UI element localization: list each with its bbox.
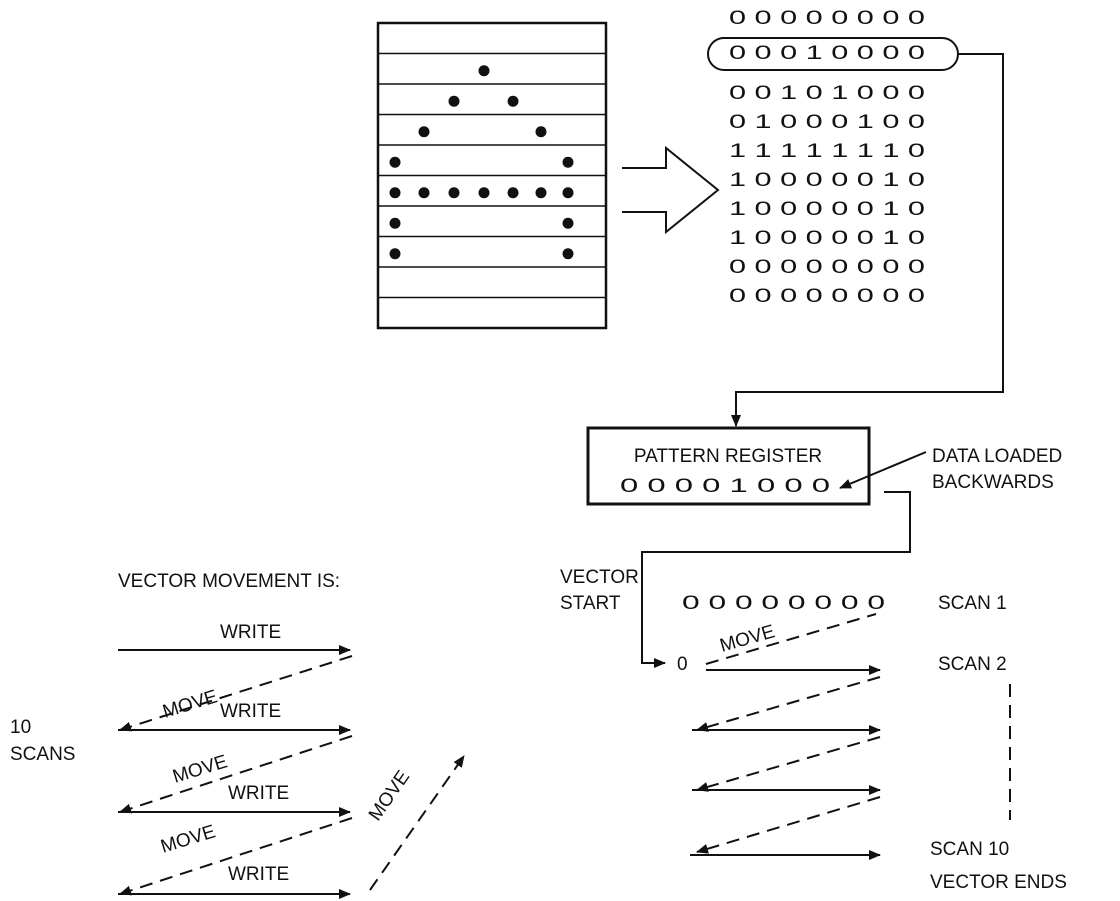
data-loaded-pointer [839, 451, 927, 489]
pattern-register-value: 0 0 0 0 1 0 0 0 [620, 476, 830, 497]
bitmap-row: 0 0 1 0 1 0 0 0 [729, 83, 925, 104]
move-label: MOVE [160, 686, 220, 722]
bitmap-row: 0 0 0 0 0 0 0 0 [729, 286, 925, 307]
move-label: MOVE [158, 821, 218, 857]
scan-sequence: 0 0 0 0 0 0 0 0 0 MOVE SCAN 1 SCAN 2 SCA… [677, 593, 1067, 893]
write-label: WRITE [220, 622, 281, 643]
data-loaded-label-line1: DATA LOADED [932, 446, 1062, 467]
grid-dot [389, 156, 401, 168]
data-loaded-label-line2: BACKWARDS [932, 472, 1054, 493]
grid-dot [562, 248, 574, 260]
grid-dot [418, 187, 430, 199]
movement-title: VECTOR MOVEMENT IS: [118, 571, 340, 592]
bitmap-row: 1 0 0 0 0 0 1 0 [729, 170, 925, 191]
grid-dot [535, 187, 547, 199]
grid-dot [448, 187, 460, 199]
pattern-register-title: PATTERN REGISTER [634, 446, 822, 467]
write-label: WRITE [228, 783, 289, 804]
scan-return-line [696, 796, 881, 854]
scan-10-label: SCAN 10 [930, 839, 1009, 860]
grid-dot [562, 217, 574, 229]
register-to-start-connector [641, 491, 911, 668]
grid-dot [418, 126, 430, 138]
grid-dot [507, 187, 519, 199]
vector-start-label-line2: START [560, 593, 621, 614]
vector-movement-legend: VECTOR MOVEMENT IS: 10 SCANS WRITE MOVE … [10, 571, 465, 899]
vector-ends-label: VECTOR ENDS [930, 872, 1067, 893]
scan-2-label: SCAN 2 [938, 654, 1007, 675]
grid-dot [389, 248, 401, 260]
scan-return-line [696, 736, 881, 792]
scans-count-label: SCANS [10, 744, 75, 765]
scan-move-line [705, 613, 877, 665]
scan-row-value: 0 0 0 0 0 0 0 0 [682, 593, 885, 614]
bitmap-row: 1 1 1 1 1 1 1 0 [729, 141, 925, 162]
grid-dots [389, 65, 574, 260]
final-move-arrow [369, 755, 465, 891]
bitmap-row: 0 0 0 0 0 0 0 0 [729, 257, 925, 278]
pattern-register: PATTERN REGISTER 0 0 0 0 1 0 0 0 [586, 426, 871, 506]
write-label: WRITE [228, 864, 289, 885]
character-dot-grid [376, 21, 608, 330]
grid-dot [562, 156, 574, 168]
grid-dot [478, 187, 490, 199]
grid-dot [507, 95, 519, 107]
convert-arrow [622, 145, 720, 235]
bitmap-row: 1 0 0 0 0 0 1 0 [729, 228, 925, 249]
scan-return-line [696, 676, 881, 732]
grid-dot [562, 187, 574, 199]
grid-dot [478, 65, 490, 77]
vector-start-label-line1: VECTOR [560, 567, 639, 588]
bitmap-row: 0 0 0 0 0 0 0 0 [729, 8, 925, 29]
load-connector [731, 53, 1004, 427]
write-label: WRITE [220, 701, 281, 722]
scans-count-number: 10 [10, 717, 31, 738]
start-bit: 0 [677, 654, 688, 675]
grid-row-lines [378, 52, 606, 299]
final-move-label: MOVE [365, 767, 414, 825]
bitmap-row: 0 1 0 0 0 1 0 0 [729, 112, 925, 133]
grid-dot [389, 217, 401, 229]
grid-dot [535, 126, 547, 138]
move-label: MOVE [170, 751, 230, 787]
grid-dot [448, 95, 460, 107]
bitmap-matrix: 0 0 0 0 0 0 0 0 0 0 0 1 0 0 0 0 0 0 1 0 … [729, 8, 925, 307]
bitmap-row: 0 0 0 1 0 0 0 0 [729, 43, 925, 64]
scan-1-label: SCAN 1 [938, 593, 1007, 614]
bitmap-row: 1 0 0 0 0 0 1 0 [729, 199, 925, 220]
pattern-register-box [586, 426, 871, 506]
grid-dot [389, 187, 401, 199]
